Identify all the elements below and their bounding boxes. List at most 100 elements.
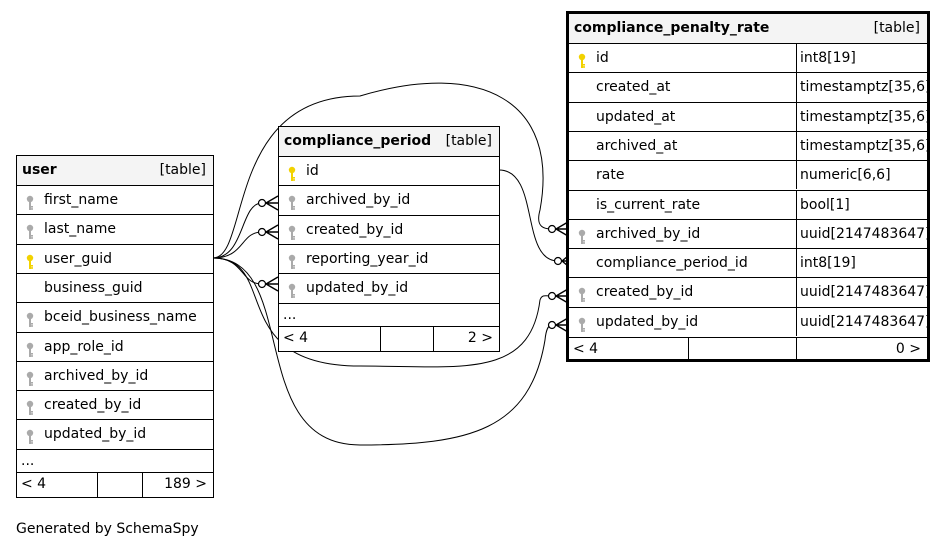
column-row[interactable]: reporting_year_id (279, 243, 499, 273)
foreign-key-icon (287, 252, 297, 269)
column-name: archived_at (596, 137, 678, 154)
column-row[interactable]: user_guid (17, 243, 213, 273)
column-row[interactable]: id (279, 156, 499, 185)
foreign-key-icon (25, 310, 35, 328)
column-type: timestamptz[35,6] (800, 108, 931, 125)
footer-parents: < 4 (573, 341, 599, 357)
column-row[interactable]: created_by_id (17, 390, 213, 419)
column-row[interactable]: updated_by_id uuid[2147483647] (569, 306, 931, 337)
table-footer: < 4 0 > (569, 337, 927, 362)
column-name: is_current_rate (596, 196, 701, 213)
fk-end-cp-archived (257, 198, 267, 208)
link-user-cpr-updated (212, 257, 553, 446)
fk-end-cp-updated (257, 279, 267, 289)
foreign-key-icon (25, 369, 35, 386)
column-name: updated_by_id (44, 426, 147, 443)
link-user-cp-updated (212, 257, 263, 285)
column-row[interactable]: archived_by_id (17, 360, 213, 390)
column-type: int8[19] (800, 255, 856, 272)
column-name: rate (596, 167, 625, 184)
column-row[interactable]: updated_by_id (17, 419, 213, 448)
column-row[interactable]: created_by_id (279, 214, 499, 244)
column-name: updated_by_id (306, 280, 409, 297)
foreign-key-icon (287, 281, 297, 299)
more-columns: ... (17, 449, 213, 472)
column-name: app_role_id (44, 338, 124, 355)
column-row[interactable]: archived_by_id uuid[2147483647] (569, 218, 931, 249)
column-type: timestamptz[35,6] (800, 79, 931, 96)
foreign-key-icon (25, 427, 35, 445)
column-name: first_name (44, 192, 119, 208)
foreign-key-icon (25, 222, 35, 240)
table-name: compliance_penalty_rate (574, 20, 770, 36)
link-user-cp-created (212, 231, 263, 259)
table-user[interactable]: user [table] first_name last_name user_gui… (16, 155, 214, 498)
column-row[interactable]: archived_at timestamptz[35,6] (569, 130, 931, 161)
footer-parents: < 4 (21, 476, 47, 492)
column-row[interactable]: is_current_rate bool[1] (569, 189, 927, 220)
foreign-key-icon (25, 398, 35, 416)
column-row[interactable]: last_name (17, 214, 213, 243)
fk-end-cpr-period (553, 256, 563, 266)
column-name: bceid_business_name (44, 309, 197, 326)
table-name: user (22, 162, 57, 178)
table-name: compliance_period (284, 133, 432, 149)
fk-end-cpr-updated (547, 320, 557, 330)
column-row[interactable]: first_name (17, 185, 213, 214)
column-name: business_guid (44, 279, 143, 296)
foreign-key-icon (25, 340, 35, 357)
column-name: compliance_period_id (596, 255, 748, 272)
table-header: compliance_penalty_rate [table] (569, 14, 927, 43)
generated-by-caption: Generated by SchemaSpy (16, 521, 199, 537)
column-type: numeric[6,6] (800, 167, 891, 184)
table-footer: < 4 2 > (279, 326, 499, 351)
foreign-key-icon (577, 227, 587, 244)
foreign-key-icon (287, 193, 297, 211)
column-type: uuid[2147483647] (800, 225, 931, 242)
column-type: timestamptz[35,6] (800, 137, 931, 154)
column-type: uuid[2147483647] (800, 313, 931, 330)
column-name: created_by_id (44, 397, 142, 414)
table-kind: [table] (159, 162, 206, 178)
column-row[interactable]: bceid_business_name (17, 302, 213, 331)
table-compliance-period[interactable]: compliance_period [table] id archived_by_… (278, 126, 500, 352)
column-name: user_guid (44, 250, 113, 267)
fk-end-cpr-archived (547, 224, 557, 234)
column-name: archived_by_id (596, 225, 701, 242)
column-type: bool[1] (800, 196, 850, 213)
link-user-cpr-created (212, 257, 553, 368)
column-row[interactable]: business_guid (17, 272, 213, 302)
column-type: uuid[2147483647] (800, 284, 931, 301)
primary-key-icon (577, 51, 587, 68)
column-name: last_name (44, 221, 116, 238)
column-name: updated_by_id (596, 313, 699, 330)
column-name: reporting_year_id (306, 250, 429, 267)
table-header: compliance_period [table] (279, 127, 499, 156)
column-row[interactable]: id int8[19] (569, 43, 927, 73)
column-name: archived_by_id (306, 192, 411, 209)
table-compliance-penalty-rate[interactable]: compliance_penalty_rate [table] id int8[1… (566, 11, 931, 362)
foreign-key-icon (25, 193, 35, 210)
link-user-cp-archived (212, 202, 263, 259)
column-row[interactable]: rate numeric[6,6] (569, 160, 927, 190)
more-columns: ... (279, 303, 499, 326)
link-user-cpr-archived (212, 82, 553, 259)
primary-key-icon (287, 164, 297, 181)
column-row[interactable]: updated_by_id (279, 273, 499, 302)
column-row[interactable]: archived_by_id (279, 185, 499, 214)
table-header: user [table] (17, 156, 213, 185)
column-name: id (306, 163, 319, 179)
column-type: int8[19] (800, 50, 856, 66)
footer-children: 189 > (164, 476, 207, 492)
footer-children: 0 > (895, 341, 921, 357)
column-row[interactable]: compliance_period_id int8[19] (569, 248, 927, 278)
column-row[interactable]: app_role_id (17, 331, 213, 361)
table-kind: [table] (873, 20, 920, 36)
foreign-key-icon (577, 285, 587, 303)
column-name: id (596, 50, 609, 66)
fk-end-cp-created (257, 227, 267, 237)
column-name: archived_by_id (44, 367, 149, 384)
